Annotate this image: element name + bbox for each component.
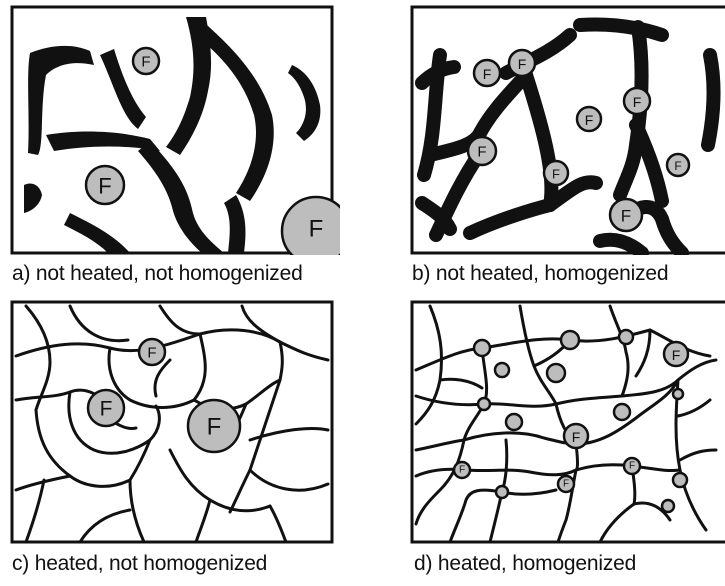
fat-globule <box>478 398 490 410</box>
svg-text:F: F <box>552 167 560 182</box>
svg-text:F: F <box>98 174 111 199</box>
fat-globule: F <box>133 48 159 74</box>
fat-globule <box>673 473 687 487</box>
fat-globule: F <box>577 107 601 131</box>
fat-globule: F <box>454 462 470 478</box>
svg-text:F: F <box>672 347 681 363</box>
panel-d-diagram: F F F F F <box>410 300 725 544</box>
fat-globule: F <box>624 458 640 474</box>
fat-globule <box>662 500 674 512</box>
fat-globule <box>495 363 509 377</box>
fat-globule <box>619 330 633 344</box>
fat-globule: F <box>544 161 568 185</box>
fat-globule <box>547 364 565 382</box>
svg-text:F: F <box>459 465 465 476</box>
caption-a: a) not heated, not homogenized <box>12 262 303 286</box>
fat-globule <box>474 340 490 356</box>
fat-globule <box>673 389 683 399</box>
svg-text:F: F <box>147 345 156 362</box>
fat-globule: F <box>610 199 642 231</box>
svg-text:F: F <box>572 429 581 445</box>
fat-globule: F <box>564 424 588 448</box>
caption-b: b) not heated, homogenized <box>412 262 668 286</box>
panel-b: F F F F F F F F <box>410 5 725 255</box>
svg-text:F: F <box>674 159 681 173</box>
fat-globule: F <box>667 154 689 176</box>
panel-a-diagram: F F F <box>10 5 340 255</box>
fat-globule: F <box>624 88 650 114</box>
fat-globule: F <box>86 166 124 204</box>
caption-d: d) heated, homogenized <box>414 552 636 576</box>
panel-a-frame <box>12 7 332 253</box>
fat-globule: F <box>139 339 165 365</box>
svg-text:F: F <box>100 398 113 421</box>
svg-text:F: F <box>563 479 569 490</box>
fat-globule: F <box>664 342 688 366</box>
fat-globule: F <box>474 60 500 86</box>
caption-c: c) heated, not homogenized <box>12 552 267 576</box>
svg-text:F: F <box>483 66 492 82</box>
fat-globule <box>496 486 508 498</box>
fat-globule: F <box>509 50 535 76</box>
svg-text:F: F <box>629 461 635 472</box>
panel-c: F F F <box>10 300 340 544</box>
panel-b-diagram: F F F F F F F F <box>410 5 725 255</box>
svg-text:F: F <box>518 56 527 72</box>
svg-text:F: F <box>309 216 324 243</box>
panel-d: F F F F F <box>410 300 725 544</box>
fat-globule: F <box>468 137 496 165</box>
panel-a: F F F <box>10 5 340 255</box>
panel-c-diagram: F F F <box>10 300 340 544</box>
svg-text:F: F <box>141 54 150 71</box>
fat-globule: F <box>558 476 574 492</box>
fat-globule <box>506 414 522 430</box>
fat-globule: F <box>88 390 124 426</box>
svg-text:F: F <box>633 94 642 110</box>
fat-globule <box>561 331 579 349</box>
svg-text:F: F <box>477 144 486 161</box>
panel-c-frame <box>12 302 332 542</box>
svg-text:F: F <box>621 207 631 226</box>
fat-globule: F <box>188 400 240 452</box>
fat-globule <box>614 404 630 420</box>
svg-text:F: F <box>585 112 594 128</box>
svg-text:F: F <box>207 414 222 441</box>
